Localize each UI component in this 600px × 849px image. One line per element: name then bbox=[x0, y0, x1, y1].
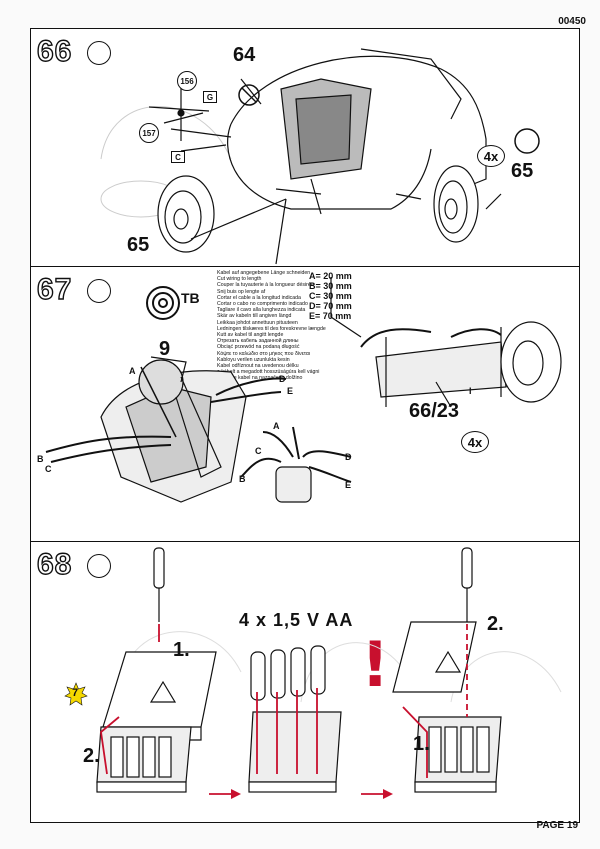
step-label-1-right: 1. bbox=[413, 733, 430, 755]
length-c: C= 30 mm bbox=[309, 291, 352, 301]
step-label-2-right: 2. bbox=[487, 613, 504, 635]
distributor-label-a: A bbox=[273, 421, 280, 431]
distributor-label-b: B bbox=[239, 474, 246, 484]
cable-cut-instructions: Kabel auf angegebene Länge schneiden Cut… bbox=[217, 270, 326, 382]
part-ref-9: 9 bbox=[159, 338, 171, 360]
quantity-badge: 4x bbox=[477, 145, 505, 167]
step-67-panel: 67 Kabel auf angegebene Länge schneiden … bbox=[30, 266, 580, 543]
part-ref-156: 156 bbox=[177, 71, 197, 91]
part-ref-66-23: 66/23 bbox=[409, 400, 460, 422]
length-e: E= 70 mm bbox=[309, 311, 352, 321]
part-ref-64: 64 bbox=[233, 44, 256, 66]
cable-length-list: A= 20 mm B= 30 mm C= 30 mm D= 70 mm E= 7… bbox=[309, 271, 352, 321]
battery-install-illustration bbox=[96, 547, 562, 799]
length-b: B= 30 mm bbox=[309, 281, 352, 291]
wire-label-b: B bbox=[37, 454, 44, 464]
badge-number: 7 bbox=[72, 687, 79, 699]
document-number: 00450 bbox=[558, 16, 586, 27]
step-label-2-left: 2. bbox=[83, 745, 100, 767]
engine-wiring-illustration bbox=[45, 277, 562, 503]
step-number: 67 bbox=[36, 273, 73, 306]
length-d: D= 70 mm bbox=[309, 301, 352, 311]
battery-label: 4 x 1,5 V AA bbox=[239, 610, 354, 630]
tape-roll-icon bbox=[146, 286, 180, 320]
wire-label-c: C bbox=[45, 464, 52, 474]
step-number: 68 bbox=[36, 548, 73, 581]
wire-label-d: D bbox=[279, 374, 286, 384]
glue-icon bbox=[87, 41, 111, 65]
page-number: PAGE 19 bbox=[536, 820, 579, 831]
distributor-label-d: D bbox=[345, 452, 352, 462]
part-ref-65-left: 65 bbox=[127, 234, 150, 256]
part-ref-65-right: 65 bbox=[511, 160, 534, 182]
step-66-panel: 66 bbox=[30, 28, 580, 268]
quantity-badge: 4x bbox=[461, 431, 489, 453]
box-label-c: C bbox=[171, 151, 185, 163]
step-68-panel: 68 4 x 1,5 V AA ! 7 bbox=[30, 541, 580, 823]
tape-label: TB bbox=[181, 290, 200, 306]
step-number: 66 bbox=[36, 35, 73, 68]
wire-label-i: I bbox=[469, 386, 472, 396]
wire-label-e: E bbox=[287, 386, 294, 396]
badge-star-icon bbox=[64, 682, 88, 706]
wire-label-a: A bbox=[129, 366, 136, 376]
car-front-illustration bbox=[100, 48, 540, 265]
distributor-label-e: E bbox=[345, 480, 352, 490]
distributor-label-c: C bbox=[255, 446, 262, 456]
step-label-1-left: 1. bbox=[173, 639, 190, 661]
glue-icon bbox=[87, 279, 111, 303]
part-ref-157: 157 bbox=[139, 123, 159, 143]
glue-icon bbox=[87, 554, 111, 578]
length-a: A= 20 mm bbox=[309, 271, 352, 281]
box-label-g: G bbox=[203, 91, 217, 103]
